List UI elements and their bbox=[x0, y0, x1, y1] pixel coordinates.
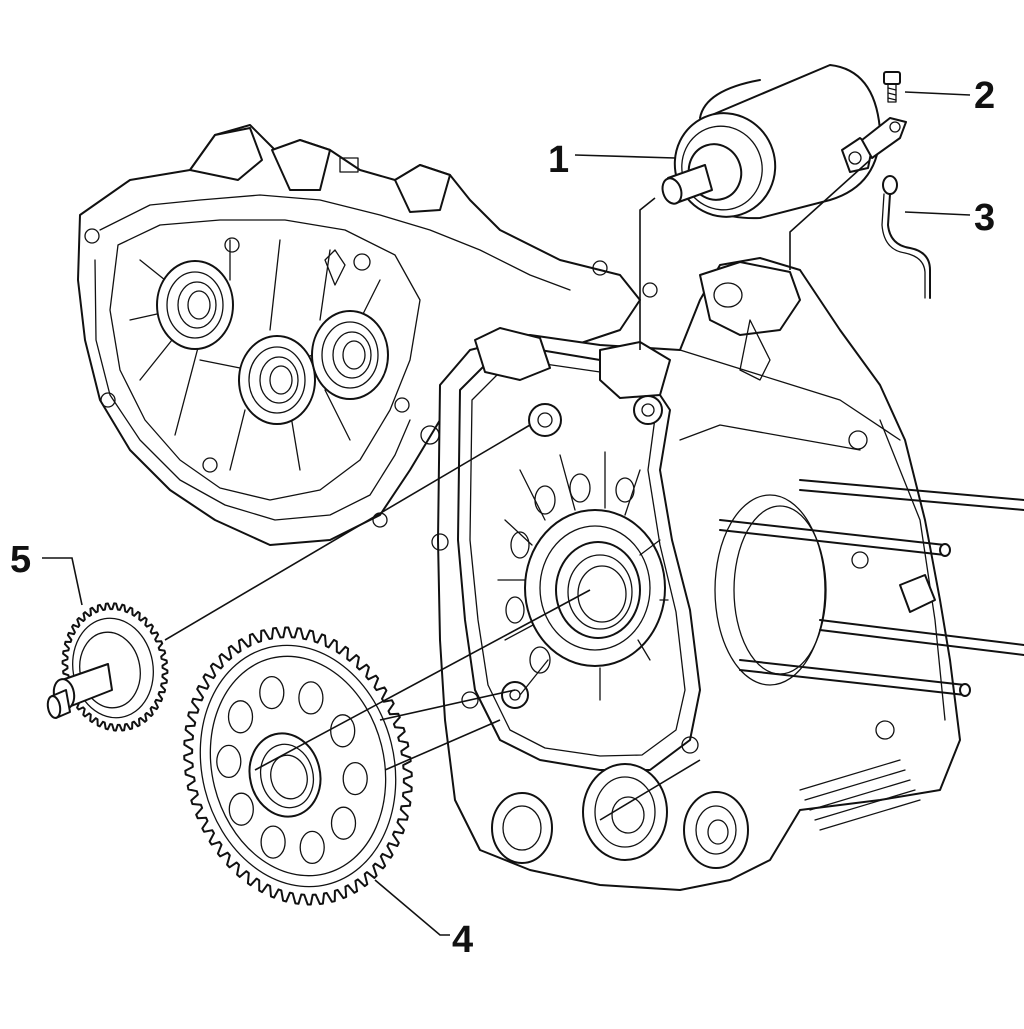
gear-hole bbox=[260, 825, 286, 859]
large-gear bbox=[183, 626, 413, 906]
callout-1: 1 bbox=[548, 139, 569, 181]
gear-hole bbox=[299, 830, 325, 865]
gear-hole bbox=[259, 675, 285, 710]
gear-hole bbox=[227, 700, 254, 734]
callout-leaders bbox=[42, 91, 971, 936]
right-crankcase-half bbox=[420, 257, 1024, 891]
gear-hole bbox=[330, 714, 356, 748]
gear-hole bbox=[228, 792, 254, 826]
gear-hole bbox=[298, 681, 324, 715]
lower-boss-right bbox=[683, 791, 749, 869]
gear-hole bbox=[342, 761, 368, 796]
gear-hole bbox=[216, 744, 242, 779]
callout-4: 4 bbox=[452, 919, 473, 961]
assembly-guide-lines bbox=[164, 159, 871, 821]
screw bbox=[883, 71, 901, 103]
callout-3: 3 bbox=[974, 197, 995, 239]
lower-boss-center bbox=[582, 763, 668, 861]
left-crankcase-half bbox=[77, 124, 658, 546]
bearing-a bbox=[156, 260, 234, 350]
gear-hole bbox=[330, 806, 357, 840]
bearing-b bbox=[238, 335, 316, 425]
central-bearing bbox=[524, 509, 666, 667]
callout-5: 5 bbox=[10, 539, 31, 581]
ground-cable bbox=[861, 117, 931, 299]
lower-boss-left bbox=[491, 792, 553, 864]
idler-gear-shaft bbox=[46, 602, 169, 732]
bearing-c bbox=[311, 310, 389, 400]
callout-2: 2 bbox=[974, 75, 995, 117]
starter-motor bbox=[661, 64, 881, 220]
